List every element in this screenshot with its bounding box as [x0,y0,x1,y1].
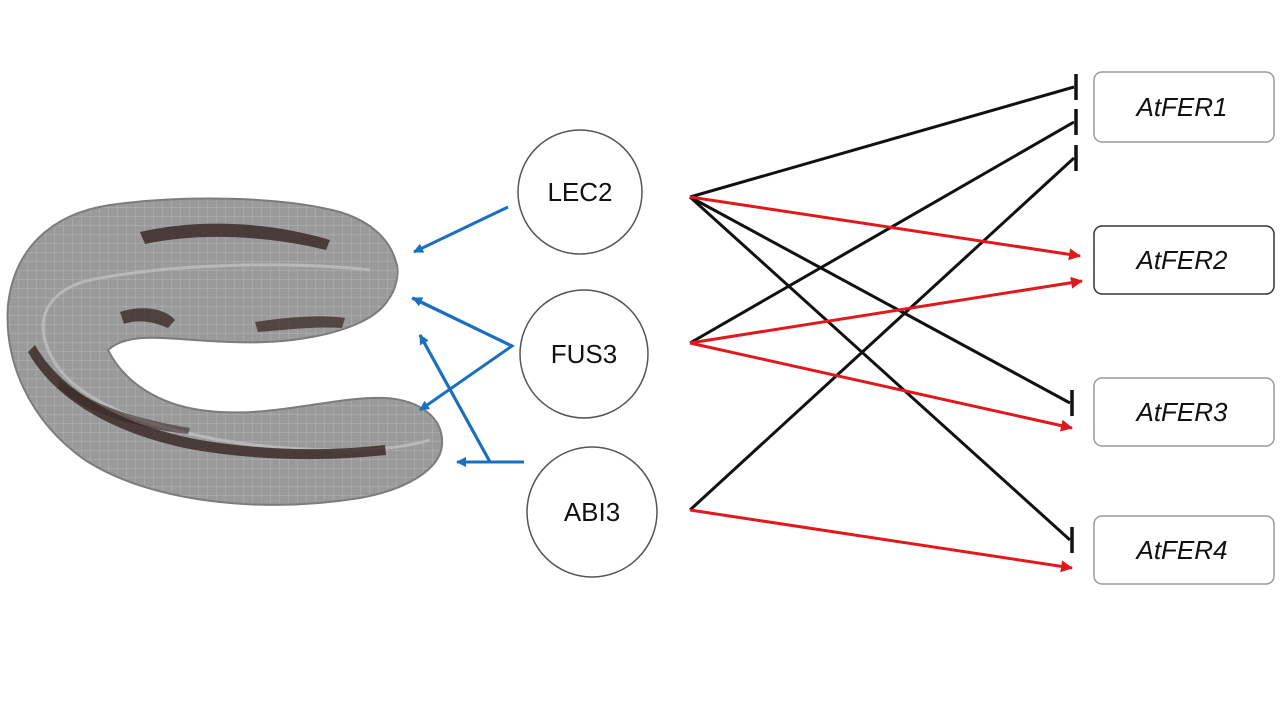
embryo-tissue [6,197,444,506]
edge-fus3-fer1-repression [689,120,1075,345]
embryo-section-image [6,197,444,506]
fus3-to-embryo-arrow-upper [412,296,513,348]
regulator-node-lec2: LEC2 [517,129,643,255]
target-gene-fer2: AtFER2 [1093,225,1275,295]
target-label-fer3: AtFER3 [1134,397,1228,427]
edge-lec2-fer1-repression [689,85,1075,199]
target-label-fer4: AtFER4 [1134,535,1227,565]
edge-lec2-fer3-repression [689,195,1071,405]
target-gene-fer4: AtFER4 [1093,515,1275,585]
embryo-arrows [411,205,524,467]
repression-bars [1070,74,1078,553]
regulatory-edges [688,85,1083,573]
lec2-to-embryo-arrow [413,205,509,254]
edge-fus3-fer2-activation [689,276,1083,345]
regulator-node-fus3: FUS3 [519,289,649,419]
stained-cells [28,223,386,460]
target-label-fer2: AtFER2 [1134,245,1228,275]
target-label-fer1: AtFER1 [1134,92,1227,122]
target-gene-fer3: AtFER3 [1093,377,1275,447]
abi3-to-embryo-arrow-upper [418,334,492,463]
edge-abi3-fer1-repression [688,156,1076,512]
edge-abi3-fer4-activation [689,508,1073,573]
edge-fus3-fer3-activation [689,341,1073,432]
target-gene-fer1: AtFER1 [1093,71,1275,143]
edge-lec2-fer4-repression [688,195,1072,542]
regulator-label-lec2: LEC2 [547,177,612,207]
regulator-node-abi3: ABI3 [526,446,658,578]
regulator-label-fus3: FUS3 [551,339,617,369]
fus3-to-embryo-arrows [411,296,515,412]
edge-lec2-fer2-activation [689,195,1081,261]
regulator-label-abi3: ABI3 [564,497,620,527]
